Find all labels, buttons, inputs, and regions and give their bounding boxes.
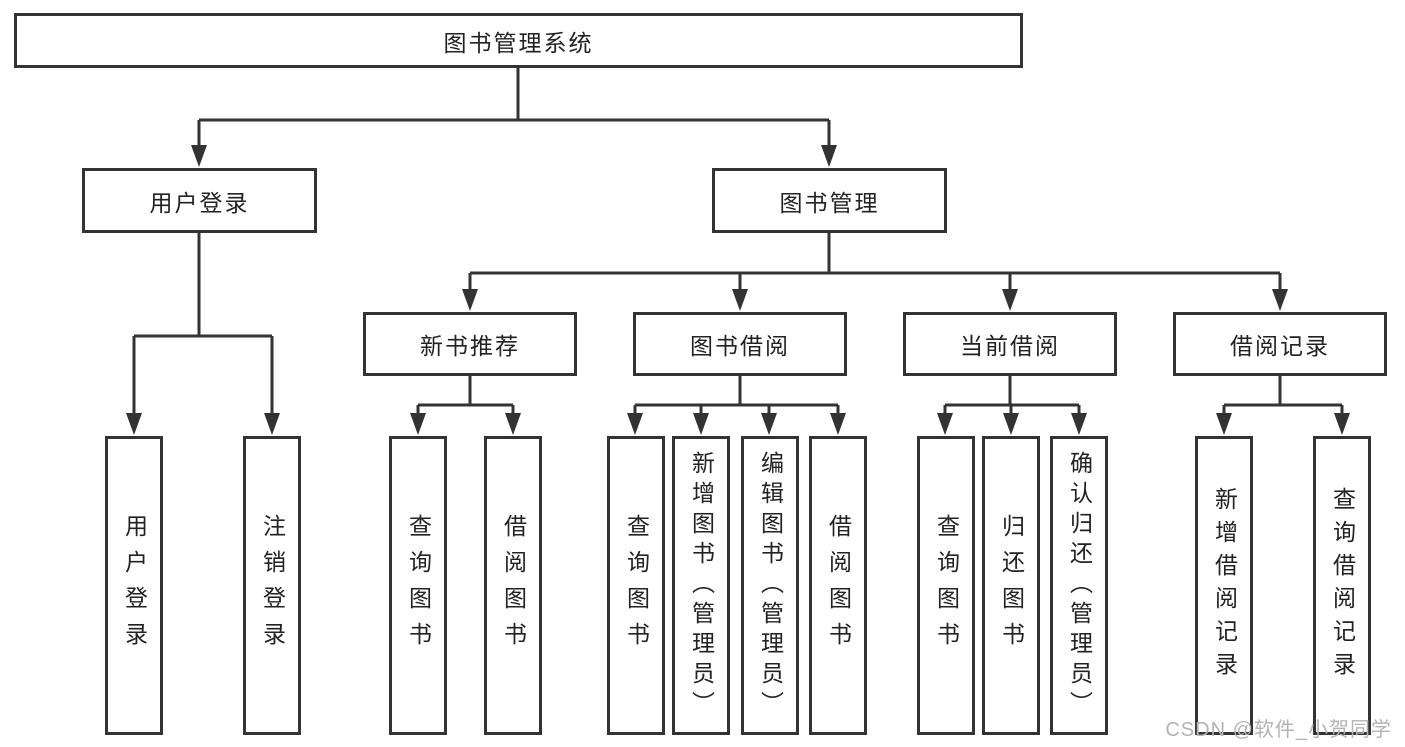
node-current-borrowing: 当前借阅 [903, 312, 1117, 376]
node-book-borrowing: 图书借阅 [633, 312, 847, 376]
leaf-add-borrow-record: 新增借阅记录 [1195, 436, 1253, 735]
leaf-label: 查询借阅记录 [1329, 486, 1356, 685]
leaf-query-book-recommend: 查询图书 [389, 436, 447, 735]
csdn-watermark: CSDN @软件_小贺同学 [1165, 719, 1392, 741]
leaf-label: 查询图书 [623, 513, 650, 658]
leaf-borrow-book-recommend: 借阅图书 [484, 436, 542, 735]
node-library-management-system: 图书管理系统 [14, 13, 1023, 68]
leaf-label: 归还图书 [998, 513, 1025, 658]
node-label: 借阅记录 [1230, 333, 1330, 359]
leaf-return-book: 归还图书 [982, 436, 1040, 735]
node-borrowing-records: 借阅记录 [1173, 312, 1387, 376]
leaf-query-book-current: 查询图书 [917, 436, 975, 735]
leaf-edit-book-admin: 编辑图书（管理员） [741, 436, 799, 735]
leaf-label: 注销登录 [259, 513, 286, 658]
leaf-label: 查询图书 [405, 513, 432, 658]
leaf-query-book-borrow: 查询图书 [607, 436, 665, 735]
leaf-label: 新增借阅记录 [1211, 486, 1238, 685]
node-label: 图书借阅 [690, 333, 790, 359]
node-label: 图书管理 [779, 189, 880, 216]
node-new-book-recommendation: 新书推荐 [363, 312, 577, 376]
arrow-down-icons [126, 145, 1350, 435]
leaf-add-book-admin: 新增图书（管理员） [672, 436, 730, 735]
node-book-management-module: 图书管理 [712, 168, 947, 233]
leaf-label: 编辑图书（管理员） [757, 450, 784, 721]
node-label: 用户登录 [149, 189, 250, 216]
leaf-label: 用户登录 [121, 513, 148, 658]
connector-lines [132, 68, 1344, 418]
node-user-login-module: 用户登录 [82, 168, 317, 233]
leaf-label: 查询图书 [933, 513, 960, 658]
leaf-borrow-book: 借阅图书 [809, 436, 867, 735]
node-label: 图书管理系统 [443, 29, 594, 56]
leaf-query-borrow-record: 查询借阅记录 [1313, 436, 1371, 735]
leaf-label: 确认归还（管理员） [1066, 450, 1093, 721]
node-label: 当前借阅 [960, 333, 1060, 359]
leaf-confirm-return-admin: 确认归还（管理员） [1050, 436, 1108, 735]
leaf-logout: 注销登录 [243, 436, 301, 735]
leaf-label: 借阅图书 [825, 513, 852, 658]
leaf-user-login: 用户登录 [105, 436, 163, 735]
leaf-label: 新增图书（管理员） [688, 450, 715, 721]
node-label: 新书推荐 [420, 333, 520, 359]
leaf-label: 借阅图书 [500, 513, 527, 658]
